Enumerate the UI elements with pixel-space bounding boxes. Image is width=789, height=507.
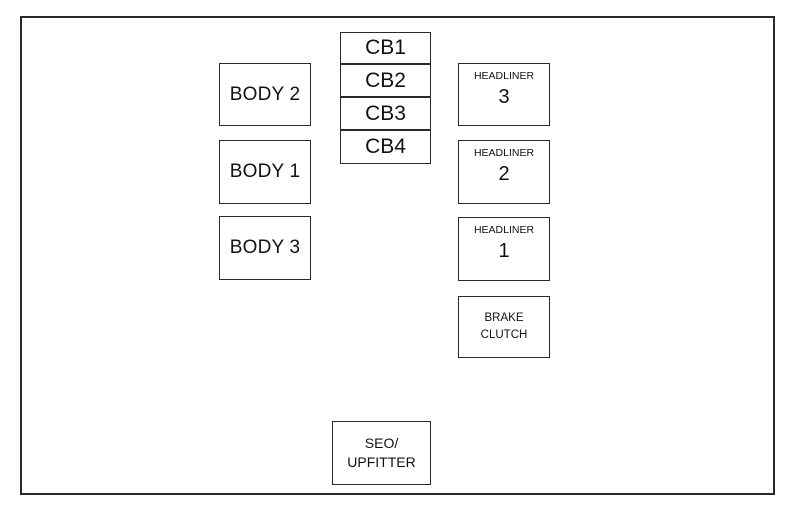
cb2-label: CB2 [365,68,406,92]
body-1-fuse[interactable]: BODY 1 [219,140,311,204]
headliner-3-title: HEADLINER [473,70,535,82]
body-3-label: BODY 3 [229,237,301,258]
headliner-1-fuse[interactable]: HEADLINER 1 [458,217,550,281]
headliner-3-number: 3 [498,86,510,108]
headliner-2-title: HEADLINER [473,147,535,159]
cb4-slot[interactable]: CB4 [340,130,431,164]
cb3-slot[interactable]: CB3 [340,97,431,130]
clutch-label: CLUTCH [480,329,528,341]
cb3-label: CB3 [365,101,406,125]
headliner-3-fuse[interactable]: HEADLINER 3 [458,63,550,126]
body-2-fuse[interactable]: BODY 2 [219,63,311,126]
body-3-fuse[interactable]: BODY 3 [219,216,311,280]
seo-label: SEO/ [364,435,399,451]
headliner-2-number: 2 [498,163,510,185]
brake-clutch-fuse[interactable]: BRAKE CLUTCH [458,296,550,358]
seo-upfitter-fuse[interactable]: SEO/ UPFITTER [332,421,431,485]
upfitter-label: UPFITTER [347,454,416,470]
headliner-2-fuse[interactable]: HEADLINER 2 [458,140,550,204]
cb1-label: CB1 [365,36,406,59]
body-1-label: BODY 1 [229,161,301,182]
cb4-label: CB4 [365,135,406,158]
brake-label: BRAKE [484,312,524,324]
cb1-slot[interactable]: CB1 [340,32,431,64]
headliner-1-title: HEADLINER [473,224,535,236]
cb2-slot[interactable]: CB2 [340,64,431,97]
body-2-label: BODY 2 [229,83,301,105]
headliner-1-number: 1 [498,240,510,262]
